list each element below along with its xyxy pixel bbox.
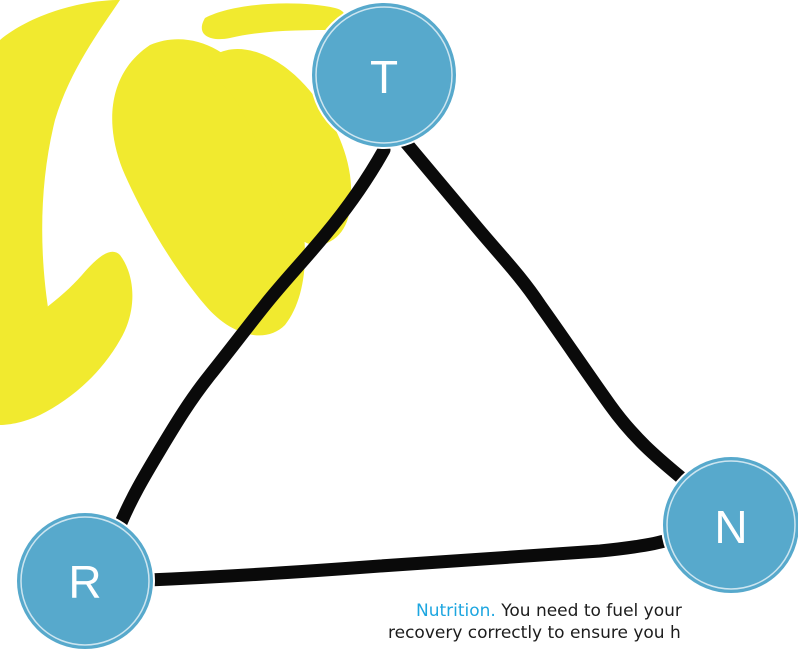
caption-line-1: Nutrition. You need to fuel your (388, 600, 798, 622)
node-right: N (661, 455, 798, 595)
yellow-blob-lower (0, 251, 133, 425)
nutrition-caption: Nutrition. You need to fuel your recover… (388, 600, 798, 644)
node-left-letter: R (68, 556, 101, 608)
yellow-blob-decoration (0, 0, 352, 425)
caption-line-1-rest: You need to fuel your (495, 601, 682, 621)
node-top-letter: T (370, 51, 398, 103)
yellow-blob-left-arc (0, 0, 120, 350)
yellow-blob-top (201, 3, 346, 40)
edge-top-to-right (395, 131, 691, 487)
node-right-circle (661, 455, 798, 595)
node-left-circle (15, 511, 155, 651)
node-left: R (15, 511, 155, 651)
triangle-edges (111, 131, 691, 587)
edge-left-to-right (141, 533, 675, 587)
node-top-circle (310, 1, 458, 149)
node-right-letter: N (714, 501, 747, 553)
edge-top-to-left (111, 143, 391, 537)
caption-lead: Nutrition. (416, 601, 496, 621)
caption-line-2: recovery correctly to ensure you h (388, 623, 681, 643)
node-top: T (310, 1, 458, 149)
